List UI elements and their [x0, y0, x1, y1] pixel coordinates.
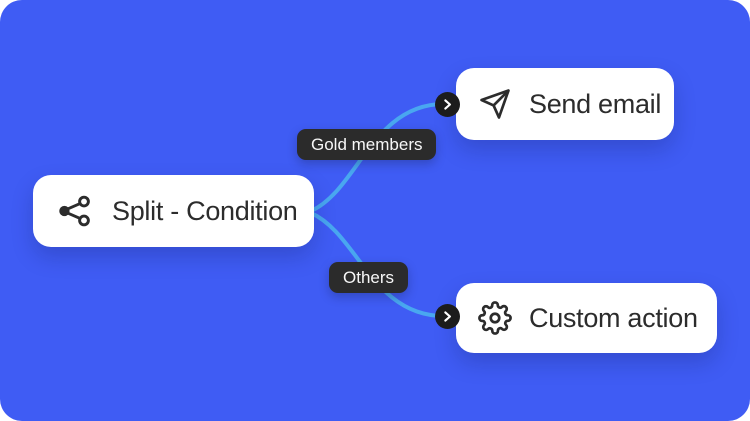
chevron-right-icon	[441, 98, 454, 111]
input-port-custom-action[interactable]	[435, 304, 460, 329]
chevron-right-icon	[441, 310, 454, 323]
node-label: Split - Condition	[112, 195, 298, 226]
node-label: Custom action	[529, 302, 698, 333]
split-icon	[55, 193, 95, 229]
input-port-send-email[interactable]	[435, 92, 460, 117]
branch-label-gold-members[interactable]: Gold members	[297, 129, 437, 160]
gear-icon	[478, 301, 512, 335]
node-split-condition[interactable]: Split - Condition	[33, 175, 314, 247]
node-label: Send email	[529, 88, 662, 119]
node-send-email[interactable]: Send email	[456, 68, 674, 140]
send-icon	[478, 87, 512, 121]
node-custom-action[interactable]: Custom action	[456, 283, 717, 353]
branch-label-others[interactable]: Others	[329, 262, 409, 293]
